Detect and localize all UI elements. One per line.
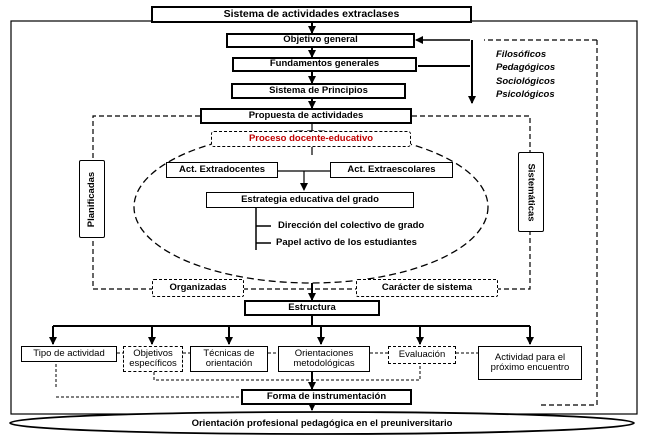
component-4-text: Orientaciones metodológicas xyxy=(293,347,355,369)
component-evaluation: Evaluación xyxy=(388,346,456,364)
orientation-text: Orientación profesional pedagógica en el… xyxy=(191,417,453,429)
feedback-dashed-right xyxy=(538,40,598,406)
proposal-dashed-left xyxy=(92,115,200,290)
component-3-text: Técnicas de orientación xyxy=(203,347,255,369)
act-extraescolares-text: Act. Extraescolares xyxy=(347,163,436,175)
component-next-meeting-activity: Actividad para el próximo encuentro xyxy=(478,346,582,380)
process-box: Proceso docente-educativo xyxy=(211,131,411,147)
proposal-box: Propuesta de actividades xyxy=(200,108,412,124)
fundamentals-text: Fundamentos generales xyxy=(269,58,380,70)
component-2-text: Objetivos específicos xyxy=(129,347,177,369)
process-text: Proceso docente-educativo xyxy=(248,132,374,144)
students-role-text: Papel activo de los estudiantes xyxy=(276,237,417,248)
act-extradocentes-box: Act. Extradocentes xyxy=(166,162,278,178)
organized-box: Organizadas xyxy=(152,279,244,297)
component-1-text: Tipo de actividad xyxy=(33,347,105,359)
component-specific-objectives: Objetivos específicos xyxy=(123,346,183,372)
systematic-label: Sistemáticas xyxy=(518,152,544,232)
foundation-3: Sociológicos xyxy=(496,76,556,87)
principles-text: Sistema de Principios xyxy=(269,84,368,96)
organized-text: Organizadas xyxy=(169,281,227,293)
orientation-label: Orientación profesional pedagógica en el… xyxy=(12,413,632,433)
foundation-1: Filosóficos xyxy=(496,49,547,60)
structure-box: Estructura xyxy=(244,300,380,316)
strategy-text: Estrategia educativa del grado xyxy=(241,193,379,205)
title-text: Sistema de actividades extraclases xyxy=(223,7,400,20)
strategy-box: Estrategia educativa del grado xyxy=(206,192,414,208)
act-extradocentes-text: Act. Extradocentes xyxy=(178,163,266,175)
dash-c2-c5-loop xyxy=(153,364,421,381)
instrumentation-text: Forma de instrumentación xyxy=(266,390,387,402)
structure-text: Estructura xyxy=(288,301,336,313)
systematic-text: Sistemáticas xyxy=(525,162,537,222)
planned-text: Planificadas xyxy=(86,171,98,227)
planned-label: Planificadas xyxy=(79,160,105,238)
objective-text: Objetivo general xyxy=(283,34,358,46)
principles-box: Sistema de Principios xyxy=(231,83,406,99)
proposal-text: Propuesta de actividades xyxy=(248,109,364,121)
component-orientation-techniques: Técnicas de orientación xyxy=(190,346,268,372)
title-box: Sistema de actividades extraclases xyxy=(151,6,472,23)
final-ellipse xyxy=(9,411,635,435)
proposal-dashed-right xyxy=(412,115,531,290)
foundation-2: Pedagógicos xyxy=(496,62,556,73)
act-extraescolares-box: Act. Extraescolares xyxy=(330,162,453,178)
fundamentals-box: Fundamentos generales xyxy=(232,57,417,72)
component-6-text: Actividad para el próximo encuentro xyxy=(490,351,570,373)
component-methodological-guidance: Orientaciones metodológicas xyxy=(278,346,370,372)
component-5-text: Evaluación xyxy=(398,348,446,360)
component-activity-type: Tipo de actividad xyxy=(21,346,117,362)
direction-text: Dirección del colectivo de grado xyxy=(278,220,425,231)
system-character-box: Carácter de sistema xyxy=(356,279,498,297)
foundation-4: Psicológicos xyxy=(496,89,555,100)
system-character-text: Carácter de sistema xyxy=(381,281,473,293)
instrumentation-box: Forma de instrumentación xyxy=(241,389,412,405)
objective-box: Objetivo general xyxy=(226,33,415,48)
